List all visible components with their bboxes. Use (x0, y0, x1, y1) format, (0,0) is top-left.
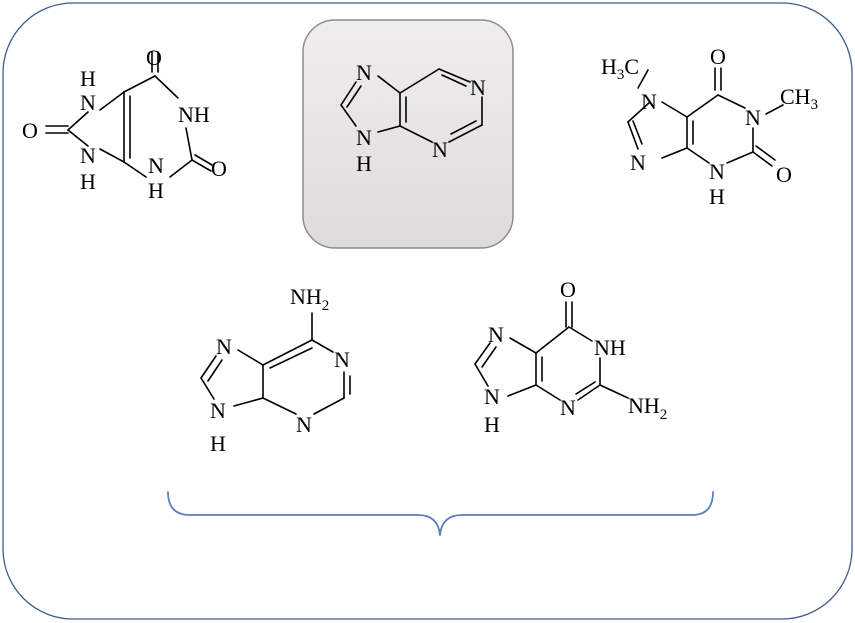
atom-label: O (146, 45, 162, 70)
molecule-adenine: NH2 N N N N H (200, 284, 351, 456)
atom-label: N (484, 384, 500, 409)
atom-label: N (630, 150, 646, 175)
atom-label: N (641, 89, 657, 114)
atom-label: N (488, 322, 504, 347)
atom-label: N (148, 153, 164, 178)
atom-label: NH (594, 335, 626, 360)
molecule-purine: N N N N H (340, 60, 486, 176)
atom-label: O (22, 118, 38, 143)
atom-label: N (709, 159, 725, 184)
atom-label: N (296, 412, 312, 437)
atom-label: O (560, 277, 576, 302)
atom-label: N (80, 90, 96, 115)
atom-label: O (776, 162, 792, 187)
atom-label: N (470, 75, 486, 100)
atom-label: N (745, 105, 761, 130)
atom-label: O (211, 156, 227, 181)
grouping-brace (167, 491, 714, 536)
atom-label: H (80, 66, 96, 91)
amine-label: NH2 (628, 393, 667, 423)
atom-label: NH (178, 102, 210, 127)
atom-label: N (210, 398, 226, 423)
atom-label: O (710, 44, 726, 69)
amine-label: NH2 (290, 284, 329, 314)
molecule-uric-acid: H N O NH O N H N H O (22, 45, 227, 203)
atom-label: H (210, 431, 226, 456)
atom-label: H (709, 184, 725, 209)
molecule-methylxanthine: H3C CH3 N O N N N H O (601, 44, 818, 209)
atom-label: N (356, 125, 372, 150)
methyl-label: H3C (601, 54, 639, 83)
atom-label: H (484, 412, 500, 437)
atom-label: N (432, 137, 448, 162)
atom-label: N (334, 347, 350, 372)
atom-label: H (148, 178, 164, 203)
molecule-guanine: O NH N N N H NH2 (474, 277, 667, 437)
atom-label: N (356, 60, 372, 85)
purine-highlight-box (302, 19, 514, 249)
atom-label: N (80, 143, 96, 168)
atom-label: N (560, 395, 576, 420)
atom-label: N (216, 334, 232, 359)
methyl-label: CH3 (780, 84, 818, 113)
atom-label: H (80, 169, 96, 194)
atom-label: H (356, 151, 372, 176)
